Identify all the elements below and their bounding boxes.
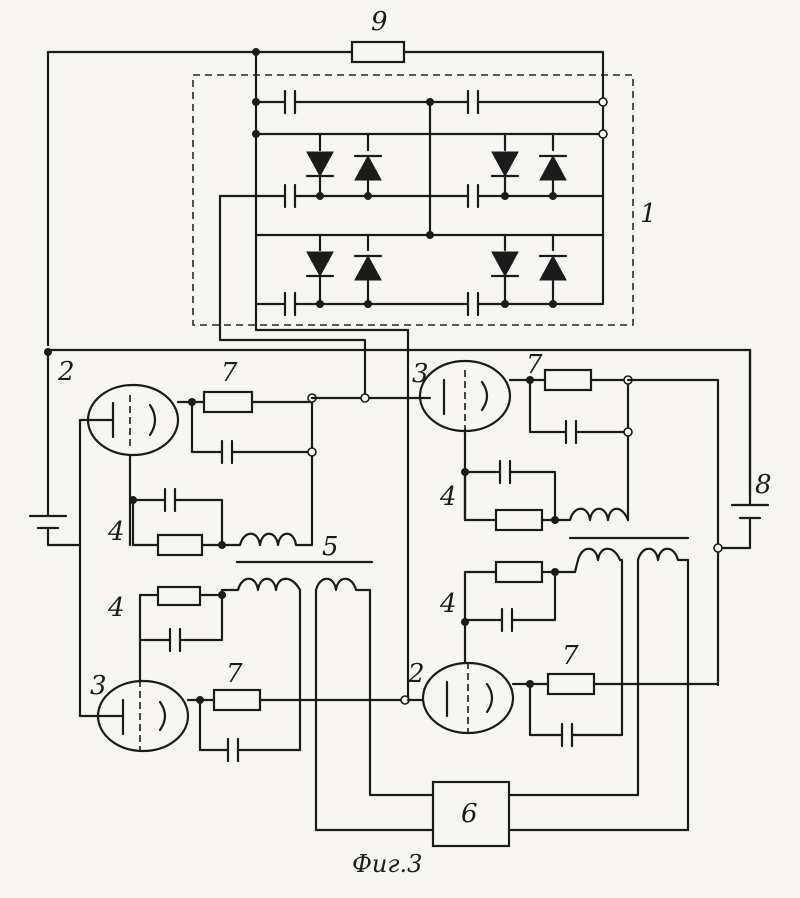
block-6 bbox=[316, 782, 688, 846]
resistor-7 bbox=[548, 674, 594, 694]
tube-left-top bbox=[80, 385, 420, 555]
label-resistor-7-a: 7 bbox=[221, 358, 238, 388]
label-group-4-c: 4 bbox=[107, 593, 125, 623]
label-battery-8: 8 bbox=[755, 470, 772, 500]
figure-caption: Фиг.3 bbox=[352, 850, 422, 878]
diode-icon bbox=[540, 256, 566, 280]
label-tube-3-right: 3 bbox=[412, 359, 429, 389]
resistor-7 bbox=[545, 370, 591, 390]
label-resistor-7-d: 7 bbox=[226, 659, 243, 689]
diode-icon bbox=[355, 156, 381, 180]
diode-icon bbox=[307, 152, 333, 176]
label-diode-bridge-1: 1 bbox=[640, 199, 657, 229]
resistor bbox=[158, 535, 202, 555]
resistor bbox=[158, 587, 200, 605]
label-tube-2-right: 2 bbox=[407, 659, 425, 689]
label-block-6: 6 bbox=[461, 799, 478, 829]
label-group-4-b: 4 bbox=[107, 517, 125, 547]
label-group-4-a: 4 bbox=[439, 482, 457, 512]
label-tube-3-left: 3 bbox=[90, 671, 107, 701]
diode-icon bbox=[355, 256, 381, 280]
label-resistor-7-c: 7 bbox=[562, 641, 579, 671]
label-tube-2-left: 2 bbox=[57, 357, 75, 387]
resistor-7 bbox=[214, 690, 260, 710]
tube-left-bottom bbox=[80, 545, 409, 761]
label-resistor-9: 9 bbox=[371, 7, 388, 37]
battery-8 bbox=[714, 350, 768, 552]
resistor-9 bbox=[352, 42, 404, 62]
resistor bbox=[496, 510, 542, 530]
label-resistor-7-b: 7 bbox=[526, 350, 543, 380]
resistor-7 bbox=[204, 392, 252, 412]
label-transformer-5: 5 bbox=[322, 532, 339, 562]
diode-icon bbox=[492, 252, 518, 276]
diode-icon bbox=[540, 156, 566, 180]
resistor bbox=[496, 562, 542, 582]
label-group-4-d: 4 bbox=[439, 589, 457, 619]
diode-icon bbox=[492, 152, 518, 176]
diode-icon bbox=[307, 252, 333, 276]
diode-bridge-dashed-boundary bbox=[193, 75, 633, 325]
